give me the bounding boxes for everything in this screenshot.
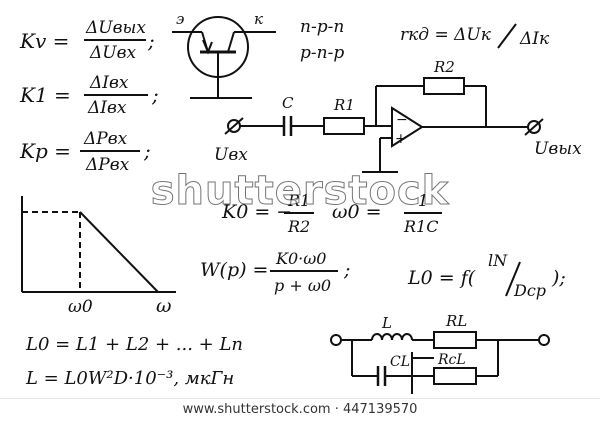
k1-semicolon: ; bbox=[151, 83, 159, 107]
kp-numerator: ΔPвх bbox=[83, 129, 128, 149]
collector-line bbox=[227, 31, 235, 53]
w0-lhs: ω0 = bbox=[332, 201, 382, 223]
kv-lhs: Kv = bbox=[19, 29, 69, 53]
r1-label: R1 bbox=[333, 96, 355, 114]
output-terminal bbox=[527, 120, 541, 134]
kp-formula: Kp = ΔPвх ΔPвх ; bbox=[19, 129, 151, 175]
wp-lhs: W(p) = bbox=[200, 259, 268, 281]
rkd-denominator: ΔIк bbox=[519, 29, 550, 49]
npn-label: n-p-n bbox=[300, 17, 344, 37]
left-terminal bbox=[330, 334, 342, 346]
right-terminal bbox=[538, 334, 550, 346]
rkd-slash bbox=[497, 23, 517, 49]
opamp-plus-label: + bbox=[395, 131, 407, 147]
kv-semicolon: ; bbox=[147, 29, 155, 53]
resistor-rl bbox=[433, 331, 477, 349]
k1-numerator: ΔIвх bbox=[89, 73, 129, 93]
rkd-lhs: rкд = ΔUк bbox=[400, 25, 492, 45]
inductance-final-formula: L = L0W²D·10⁻³, мкГн bbox=[25, 368, 234, 389]
inductor-coil bbox=[371, 333, 413, 341]
emitter-arrow bbox=[202, 39, 213, 55]
inductor-circuit bbox=[330, 331, 550, 394]
wp-numerator: K0·ω0 bbox=[275, 249, 326, 268]
inductance-sum-formula: L0 = L1 + L2 + ... + Ln bbox=[25, 334, 243, 355]
k0-lhs: K0 = − bbox=[221, 201, 292, 223]
kp-semicolon: ; bbox=[143, 139, 151, 163]
output-terminal-slash bbox=[524, 118, 544, 136]
pnp-label: p-n-p bbox=[300, 43, 344, 63]
k0-numerator: R1 bbox=[287, 191, 310, 210]
wp-formula: W(p) = K0·ω0 p + ω0 ; bbox=[200, 249, 350, 295]
opamp-circuit bbox=[227, 77, 541, 173]
input-terminal-slash bbox=[224, 117, 244, 135]
l0-lhs: L0 = f( bbox=[407, 267, 476, 289]
wp-denominator: p + ω0 bbox=[274, 276, 331, 295]
opamp-minus-label: − bbox=[396, 112, 408, 128]
w0-denominator: R1C bbox=[403, 217, 438, 236]
k1-denominator: ΔIвх bbox=[87, 98, 127, 118]
l0-tail: ); bbox=[551, 267, 566, 289]
inductor-label: L bbox=[381, 314, 392, 332]
kv-formula: Kv = ΔUвых ΔUвх ; bbox=[19, 18, 155, 63]
frequency-graph bbox=[21, 196, 176, 293]
k1-lhs: K1 = bbox=[19, 83, 71, 107]
resistor-rcl bbox=[433, 367, 477, 385]
wp-semicolon: ; bbox=[343, 259, 350, 281]
stock-footer: www.shutterstock.com · 447139570 bbox=[0, 398, 600, 421]
l0-slash bbox=[505, 261, 521, 297]
l0-formula: L0 = f( lN Dcp ); bbox=[407, 251, 566, 300]
graph-w-axis-label: ω bbox=[156, 295, 172, 317]
k0-formula: K0 = − R1 R2 bbox=[221, 191, 314, 236]
kv-denominator: ΔUвх bbox=[89, 43, 136, 63]
rcl-label: RcL bbox=[437, 352, 466, 368]
kp-denominator: ΔPвх bbox=[85, 155, 130, 175]
w0-formula: ω0 = 1 R1C bbox=[332, 191, 442, 236]
graph-rolloff-line bbox=[79, 211, 159, 293]
l0-denominator: Dcp bbox=[513, 281, 546, 300]
rkd-formula: rкд = ΔUк ΔIк bbox=[400, 23, 550, 49]
watermark: shutterstock bbox=[150, 168, 450, 215]
graph-w0-tick-label: ω0 bbox=[68, 297, 93, 317]
resistor-r1 bbox=[323, 117, 365, 135]
k0-denominator: R2 bbox=[287, 217, 310, 236]
cl-label: CL bbox=[390, 354, 410, 370]
emitter-label: э bbox=[176, 10, 184, 28]
transistor-symbol bbox=[172, 16, 276, 99]
resistor-r2 bbox=[423, 77, 465, 95]
collector-label: к bbox=[254, 10, 263, 28]
capacitor-label: C bbox=[282, 94, 294, 112]
r2-label: R2 bbox=[433, 58, 455, 76]
rl-label: RL bbox=[445, 312, 467, 330]
l0-numerator: lN bbox=[488, 251, 508, 270]
kv-numerator: ΔUвых bbox=[85, 18, 146, 38]
w0-numerator: 1 bbox=[418, 191, 428, 210]
k1-formula: K1 = ΔIвх ΔIвх ; bbox=[19, 73, 159, 118]
output-voltage-label: Uвых bbox=[534, 139, 582, 159]
input-voltage-label: Uвх bbox=[214, 145, 248, 165]
opamp-triangle bbox=[391, 106, 424, 148]
kp-lhs: Kp = bbox=[19, 139, 71, 163]
